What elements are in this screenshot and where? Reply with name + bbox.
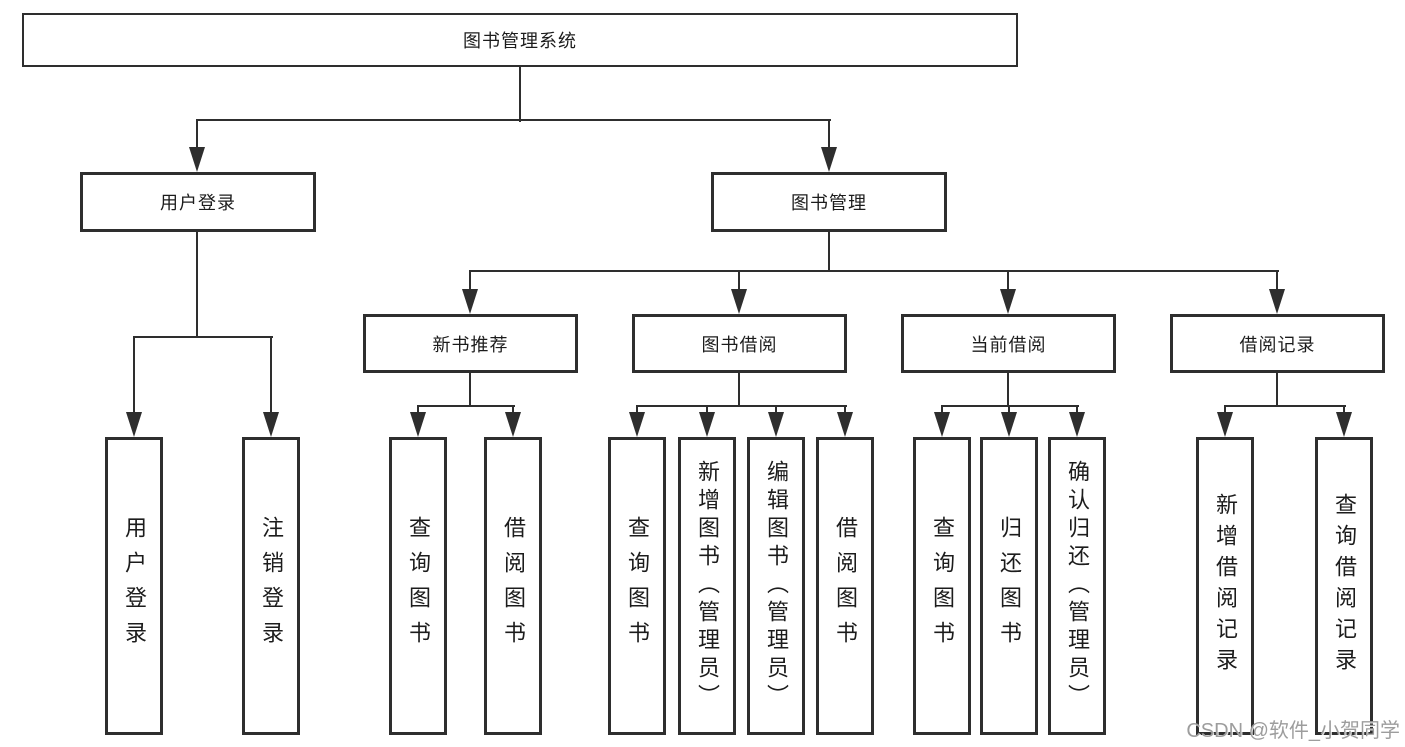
arrow-down-icon — [189, 147, 205, 172]
connector-drop-book-management — [828, 120, 830, 156]
node-new-book-recommendation: 新书推荐 — [363, 314, 578, 373]
connector-drop-leaf — [133, 337, 135, 417]
connector-drop-level3 — [1007, 271, 1009, 294]
arrow-down-icon — [263, 412, 279, 437]
connector-drop-leaf — [270, 337, 272, 417]
connector-newbook-stem — [469, 371, 471, 407]
connector-drop-leaf — [844, 406, 846, 416]
connector-drop-leaf — [417, 406, 419, 416]
connector-drop-leaf — [941, 406, 943, 416]
connector-bookborrow-stem — [738, 371, 740, 407]
node-book-borrowing: 图书借阅 — [632, 314, 847, 373]
connector-drop-level3 — [469, 271, 471, 294]
arrow-down-icon — [699, 412, 715, 437]
arrow-down-icon — [1069, 412, 1085, 437]
arrow-down-icon — [126, 412, 142, 437]
connector-borrowrecord-branch — [1224, 405, 1346, 407]
connector-newbook-branch — [417, 405, 515, 407]
connector-userlogin-stem — [196, 230, 198, 338]
arrow-down-icon — [768, 412, 784, 437]
arrow-down-icon — [505, 412, 521, 437]
leaf-borrow-books: 借阅图书 — [816, 437, 874, 735]
connector-drop-leaf — [1076, 406, 1078, 416]
connector-currentborrow-stem — [1007, 371, 1009, 407]
connector-bookborrow-branch — [636, 405, 847, 407]
arrow-down-icon — [1001, 412, 1017, 437]
node-book-management: 图书管理 — [711, 172, 947, 232]
arrow-down-icon — [821, 147, 837, 172]
leaf-logout: 注销登录 — [242, 437, 300, 735]
connector-drop-leaf — [1224, 406, 1226, 416]
leaf-return-books: 归还图书 — [980, 437, 1038, 735]
leaf-confirm-return-admin: 确认归还（管理员） — [1048, 437, 1106, 735]
node-borrowing-records: 借阅记录 — [1170, 314, 1385, 373]
connector-borrowrecord-stem — [1276, 371, 1278, 407]
connector-currentborrow-branch — [941, 405, 1079, 407]
leaf-add-books-admin: 新增图书（管理员） — [678, 437, 736, 735]
leaf-borrow-books-recommend: 借阅图书 — [484, 437, 542, 735]
csdn-watermark: CSDN @软件_小贺同学 — [1186, 720, 1400, 742]
leaf-query-books-recommend: 查询图书 — [389, 437, 447, 735]
arrow-down-icon — [837, 412, 853, 437]
leaf-query-books-borrow: 查询图书 — [608, 437, 666, 735]
connector-drop-leaf — [636, 406, 638, 416]
connector-bookmgmt-branch — [469, 270, 1279, 272]
leaf-add-borrow-record: 新增借阅记录 — [1196, 437, 1254, 735]
arrow-down-icon — [1336, 412, 1352, 437]
connector-drop-level3 — [1276, 271, 1278, 294]
leaf-user-login: 用户登录 — [105, 437, 163, 735]
arrow-down-icon — [462, 289, 478, 314]
arrow-down-icon — [934, 412, 950, 437]
node-library-management-system: 图书管理系统 — [22, 13, 1018, 67]
connector-root-stem — [519, 65, 521, 122]
connector-drop-leaf — [706, 406, 708, 416]
arrow-down-icon — [1269, 289, 1285, 314]
arrow-down-icon — [410, 412, 426, 437]
connector-drop-leaf — [775, 406, 777, 416]
arrow-down-icon — [1000, 289, 1016, 314]
node-user-login: 用户登录 — [80, 172, 316, 232]
arrow-down-icon — [731, 289, 747, 314]
leaf-edit-books-admin: 编辑图书（管理员） — [747, 437, 805, 735]
arrow-down-icon — [629, 412, 645, 437]
connector-root-branch — [196, 119, 831, 121]
connector-drop-user-login — [196, 120, 198, 156]
leaf-query-borrow-record: 查询借阅记录 — [1315, 437, 1373, 735]
connector-bookmgmt-stem — [828, 230, 830, 272]
leaf-query-books-current: 查询图书 — [913, 437, 971, 735]
arrow-down-icon — [1217, 412, 1233, 437]
connector-drop-leaf — [1343, 406, 1345, 416]
connector-drop-leaf — [512, 406, 514, 416]
connector-userlogin-branch — [133, 336, 273, 338]
connector-drop-level3 — [738, 271, 740, 294]
connector-drop-leaf — [1008, 406, 1010, 416]
node-current-borrowing: 当前借阅 — [901, 314, 1116, 373]
